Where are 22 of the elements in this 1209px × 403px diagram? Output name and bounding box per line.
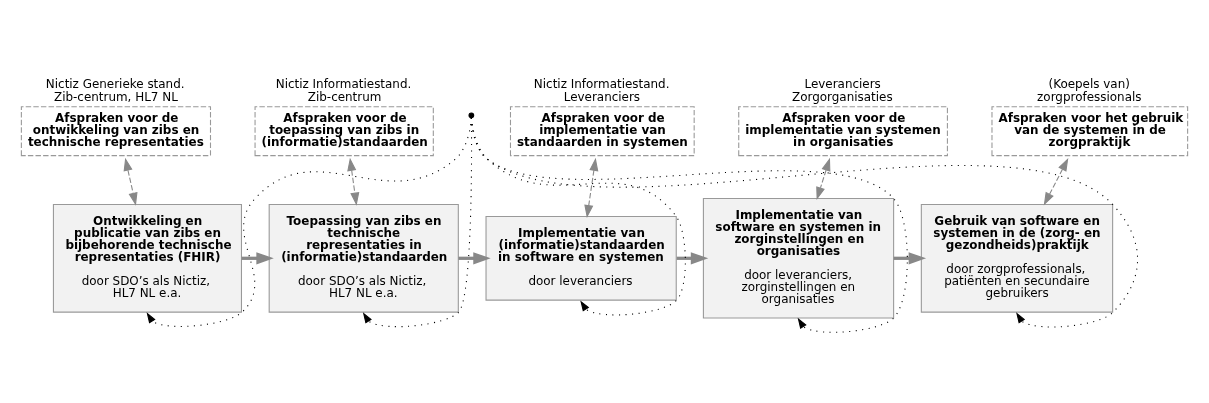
node-label: Nictiz Informatiestand. Zib-centrum (275, 76, 412, 104)
node-box: Implementatie van software en systemen in zorginstellingen en organisaties door leveranciers, zorginstellingen en organisaties (702, 197, 895, 319)
node-box: Afspraken voor het gebruik van de systemen in de zorgpraktijk (991, 105, 1189, 156)
arrow (1043, 157, 1069, 205)
arrow (584, 157, 599, 218)
node-label: (Koepels van) zorgprofessionals (1037, 76, 1142, 104)
arrow (816, 157, 831, 200)
node-box: Implementatie van (informatie)standaarden in software en systemen door leveranciers (485, 215, 677, 301)
node-box: Afspraken voor de ontwikkeling van zibs en technische representaties (20, 105, 212, 156)
node-box: Afspraken voor de implementatie van systemen in organisaties (738, 105, 948, 156)
node-box: Gebruik van software en systemen in de (zorg- en gezondheids)praktijk door zorgprofessionals, patiënten en secundaire gebruikers (920, 203, 1114, 313)
node-box: Ontwikkeling en publicatie van zibs en bijbehorende technische representaties (FHIR) door SDO’s als Nictiz, HL7 NL e.a. (52, 203, 242, 313)
node-label: Nictiz Informatiestand. Leveranciers (533, 76, 670, 104)
node-point (468, 111, 475, 118)
node-label: Nictiz Generieke stand. Zib-centrum, HL7 NL (45, 76, 185, 104)
node-box: Afspraken voor de implementatie van standaarden in systemen (509, 105, 695, 156)
arrow (123, 157, 138, 206)
node-box: Toepassing van zibs en technische representaties in (informatie)standaarden door SDO’s als Nictiz, HL7 NL e.a. (268, 203, 459, 313)
node-label: Leveranciers Zorgorganisaties (791, 76, 893, 104)
node-box: Afspraken voor de toepassing van zibs in (informatie)standaarden (254, 105, 434, 156)
arrow (347, 157, 360, 206)
arrow (470, 116, 1139, 328)
